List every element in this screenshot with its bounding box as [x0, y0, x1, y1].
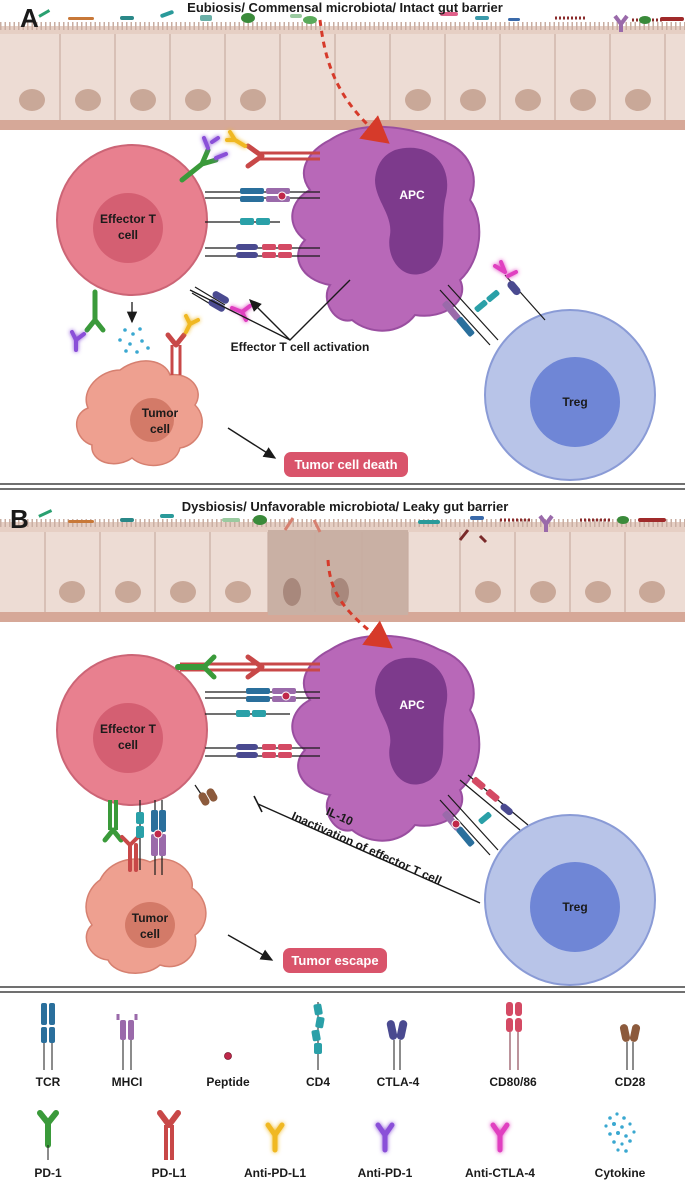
- treg-nucleus-b: [530, 862, 620, 952]
- legend-label-ctla4: CTLA-4: [377, 1075, 420, 1089]
- inhibition-bar: [253, 795, 263, 813]
- tumor-nucleus-b: [125, 902, 175, 948]
- effector-label-a: Effector T: [100, 212, 157, 226]
- activation-label: Effector T cell activation: [231, 340, 370, 354]
- treg-label-b: Treg: [562, 900, 587, 914]
- legend-label-peptide: Peptide: [206, 1075, 250, 1089]
- escape-arrow: [227, 934, 274, 961]
- gut-epithelium-b: [0, 519, 685, 622]
- treg-label-a: Treg: [562, 395, 587, 409]
- effector-t-nucleus-a: [93, 193, 163, 263]
- legend-cytokine-icon: [604, 1112, 636, 1153]
- panel-a: A Eubiosis/ Commensal microbiota/ Intact…: [0, 0, 685, 481]
- tumor-nucleus-a: [130, 398, 174, 442]
- cytokines-a: [118, 327, 150, 354]
- effector-t-nucleus-b: [93, 703, 163, 773]
- legend-label-pd1: PD-1: [34, 1166, 62, 1180]
- apc-nucleus-a: [375, 147, 448, 275]
- tumor-escape-badge: [283, 948, 387, 973]
- gut-epithelium-a: [0, 22, 685, 130]
- antigen-arrow-a: [318, 19, 390, 144]
- legend-tcr-icon: [41, 1003, 55, 1070]
- legend-ctla4-icon: [386, 1020, 408, 1070]
- treg-synapse-a: [439, 260, 546, 346]
- legend-mhci-icon: [116, 1014, 138, 1070]
- panel-a-letter: A: [20, 3, 39, 33]
- activation-line-a: [189, 289, 291, 341]
- legend-label-anti-pd1: Anti-PD-1: [358, 1166, 413, 1180]
- legend-label-cd28: CD28: [615, 1075, 646, 1089]
- panel-b-letter: B: [10, 504, 29, 534]
- tumor-cell-death-label: Tumor cell death: [294, 457, 397, 472]
- legend-label-anti-pdl1: Anti-PD-L1: [244, 1166, 306, 1180]
- effector-label-b-2: cell: [118, 738, 138, 752]
- synapse-a: [70, 130, 320, 375]
- legend-anti-pd1-icon: [375, 1122, 395, 1153]
- legend-cd80-icon: [506, 1002, 522, 1070]
- tumor-cell-death-badge: [284, 452, 408, 477]
- legend-label-mhci: MHCI: [112, 1075, 143, 1089]
- legend-label-cytokine: Cytokine: [595, 1166, 646, 1180]
- apc-label-a: APC: [399, 188, 425, 202]
- legend-label-tcr: TCR: [36, 1075, 61, 1089]
- legend-label-pdl1: PD-L1: [152, 1166, 187, 1180]
- legend-label-cd80: CD80/86: [489, 1075, 537, 1089]
- death-arrow: [227, 427, 277, 459]
- inhibition-line: [257, 803, 481, 904]
- tumor-label-a: Tumor: [142, 406, 179, 420]
- tumor-label-b-2: cell: [140, 927, 160, 941]
- panel-b: B Dysbiosis/ Unfavorable microbiota/ Lea…: [0, 499, 685, 986]
- legend-label-anti-ctla4: Anti-CTLA-4: [465, 1166, 535, 1180]
- legend-pd1-icon: [37, 1110, 59, 1160]
- apc-nucleus-b: [375, 657, 448, 785]
- legend-anti-ctla4-icon: [490, 1122, 510, 1153]
- antigen-arrow-b: [326, 559, 393, 649]
- synapse-b: [102, 654, 320, 875]
- legend-pdl1-icon: [157, 1110, 181, 1160]
- legend-anti-pdl1-icon: [265, 1122, 285, 1153]
- panel-a-title: Eubiosis/ Commensal microbiota/ Intact g…: [187, 0, 503, 15]
- tumor-label-b: Tumor: [132, 911, 169, 925]
- apc-label-b: APC: [399, 698, 425, 712]
- legend: TCR MHCI Peptide CD4 CTLA-4 CD80/86 CD28: [34, 1002, 646, 1180]
- effector-label-a-2: cell: [118, 228, 138, 242]
- panel-b-title: Dysbiosis/ Unfavorable microbiota/ Leaky…: [182, 499, 509, 514]
- effector-label-b: Effector T: [100, 722, 157, 736]
- treg-synapse-b: [439, 774, 529, 856]
- legend-label-cd4: CD4: [306, 1075, 330, 1089]
- legend-cd28-icon: [619, 1024, 641, 1070]
- microbiota-a: [38, 9, 684, 32]
- epithelial-nuclei-a: [19, 89, 651, 111]
- tumor-label-a-2: cell: [150, 422, 170, 436]
- microbiota-b: [38, 509, 666, 544]
- treg-nucleus-a: [530, 357, 620, 447]
- legend-peptide-icon: [224, 1052, 232, 1060]
- legend-cd4-icon: [311, 1002, 325, 1070]
- tumor-escape-label: Tumor escape: [291, 953, 378, 968]
